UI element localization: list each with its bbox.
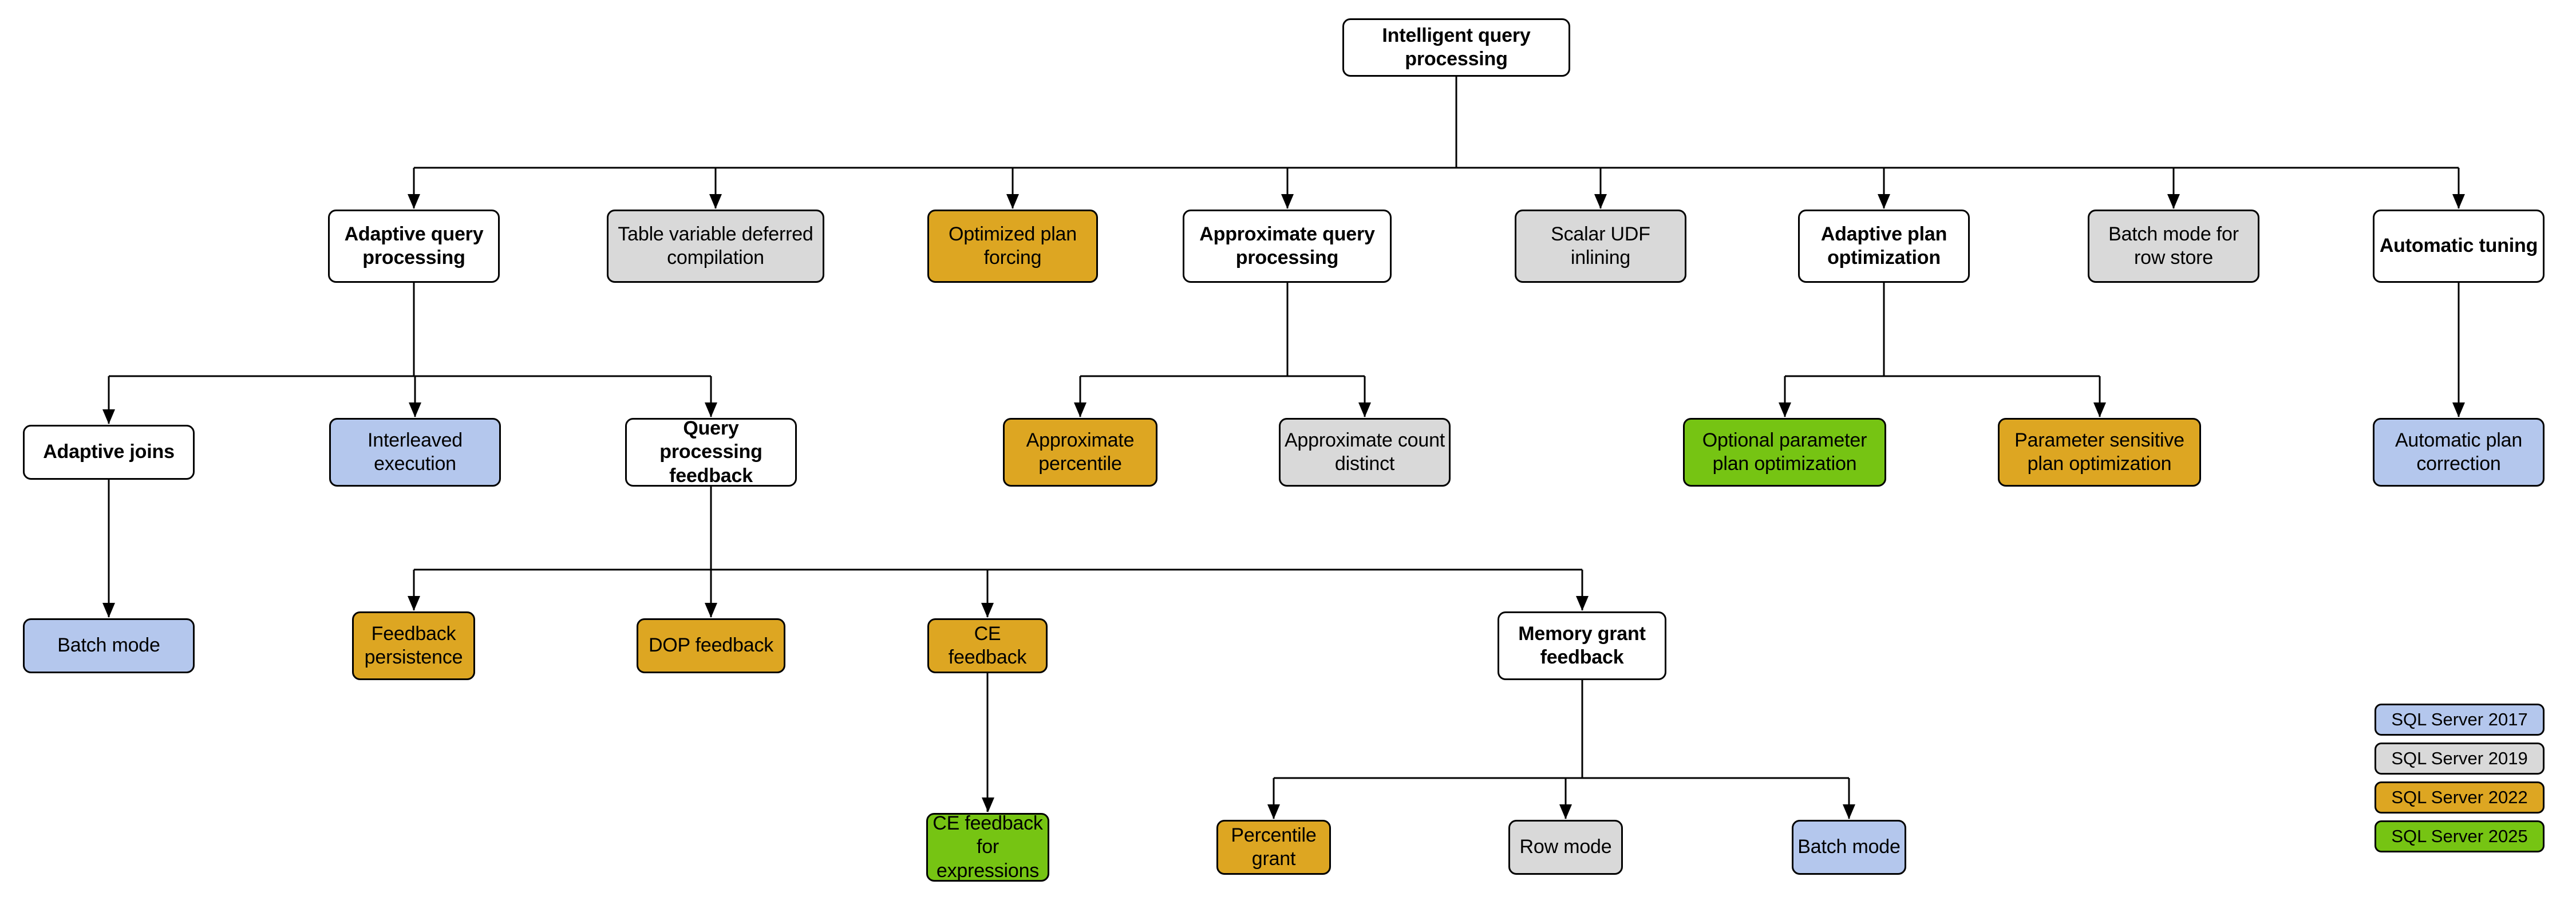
node-automatic-tuning[interactable]: Automatic tuning <box>2373 210 2545 283</box>
node-adaptive-joins[interactable]: Adaptive joins <box>23 425 195 480</box>
legend-label: SQL Server 2025 <box>2391 826 2528 846</box>
node-label: Batch mode for row store <box>2108 223 2239 269</box>
node-label: DOP feedback <box>648 634 774 657</box>
node-label: Memory grant feedback <box>1518 622 1646 668</box>
node-approximate-count-distinct[interactable]: Approximate count distinct <box>1279 418 1451 487</box>
legend-item-2: SQL Server 2022 <box>2374 781 2545 814</box>
legend-label: SQL Server 2019 <box>2391 748 2528 768</box>
node-label: Adaptive query processing <box>344 223 484 269</box>
node-approximate-query-processing[interactable]: Approximate query processing <box>1183 210 1392 283</box>
node-label: Automatic plan correction <box>2395 429 2523 475</box>
legend-label: SQL Server 2017 <box>2391 709 2528 729</box>
node-parameter-sensitive-plan-optimization[interactable]: Parameter sensitive plan optimization <box>1998 418 2201 487</box>
node-label: CE feedback for expressions <box>933 812 1043 882</box>
node-root[interactable]: Intelligent query processing <box>1342 18 1570 77</box>
node-approximate-percentile[interactable]: Approximate percentile <box>1003 418 1157 487</box>
node-label: Approximate query processing <box>1199 223 1375 269</box>
node-label: Query processing feedback <box>659 417 762 487</box>
node-ce-feedback[interactable]: CE feedback <box>927 618 1048 673</box>
node-label: Optional parameter plan optimization <box>1702 429 1867 475</box>
node-query-processing-feedback[interactable]: Query processing feedback <box>625 417 797 487</box>
node-label: Batch mode <box>57 634 160 657</box>
legend-item-3: SQL Server 2025 <box>2374 820 2545 852</box>
node-optimized-plan-forcing[interactable]: Optimized plan forcing <box>927 210 1098 283</box>
node-adaptive-plan-optimization[interactable]: Adaptive plan optimization <box>1798 210 1970 283</box>
legend-item-1: SQL Server 2019 <box>2374 743 2545 775</box>
node-memory-grant-feedback[interactable]: Memory grant feedback <box>1498 611 1666 680</box>
node-scalar-udf-inlining[interactable]: Scalar UDF inlining <box>1515 210 1686 283</box>
node-label: Adaptive plan optimization <box>1820 223 1947 269</box>
node-label: Table variable deferred compilation <box>618 223 813 269</box>
node-label: Automatic tuning <box>2379 235 2538 257</box>
node-percentile-grant[interactable]: Percentile grant <box>1216 820 1331 875</box>
node-label: Row mode <box>1519 836 1612 858</box>
node-label: Approximate count distinct <box>1284 429 1445 475</box>
node-optional-parameter-plan-optimization[interactable]: Optional parameter plan optimization <box>1683 418 1886 487</box>
node-batch-mode-for-row-store[interactable]: Batch mode for row store <box>2088 210 2259 283</box>
node-ce-feedback-for-expressions[interactable]: CE feedback for expressions <box>926 812 1049 882</box>
node-label: Scalar UDF inlining <box>1551 223 1650 269</box>
node-feedback-persistence[interactable]: Feedback persistence <box>352 611 475 680</box>
node-batch-mode-mgf[interactable]: Batch mode <box>1792 820 1906 875</box>
node-interleaved-execution[interactable]: Interleaved execution <box>329 418 501 487</box>
node-label: Parameter sensitive plan optimization <box>2014 429 2184 475</box>
legend-label: SQL Server 2022 <box>2391 787 2528 807</box>
node-adaptive-query-processing[interactable]: Adaptive query processing <box>328 210 500 283</box>
node-table-variable-deferred-compilation[interactable]: Table variable deferred compilation <box>607 210 824 283</box>
node-batch-mode-aj[interactable]: Batch mode <box>23 618 195 673</box>
node-row-mode[interactable]: Row mode <box>1508 820 1623 875</box>
node-label: Intelligent query processing <box>1382 24 1531 70</box>
node-label: CE feedback <box>948 622 1027 668</box>
node-automatic-plan-correction[interactable]: Automatic plan correction <box>2373 418 2545 487</box>
node-label: Batch mode <box>1797 836 1901 858</box>
node-label: Feedback persistence <box>364 622 463 668</box>
legend-item-0: SQL Server 2017 <box>2374 704 2545 736</box>
node-label: Percentile grant <box>1231 824 1317 870</box>
node-dop-feedback[interactable]: DOP feedback <box>637 618 785 673</box>
node-label: Interleaved execution <box>367 429 463 475</box>
node-label: Optimized plan forcing <box>949 223 1077 269</box>
node-label: Approximate percentile <box>1026 429 1135 475</box>
node-label: Adaptive joins <box>43 441 175 463</box>
